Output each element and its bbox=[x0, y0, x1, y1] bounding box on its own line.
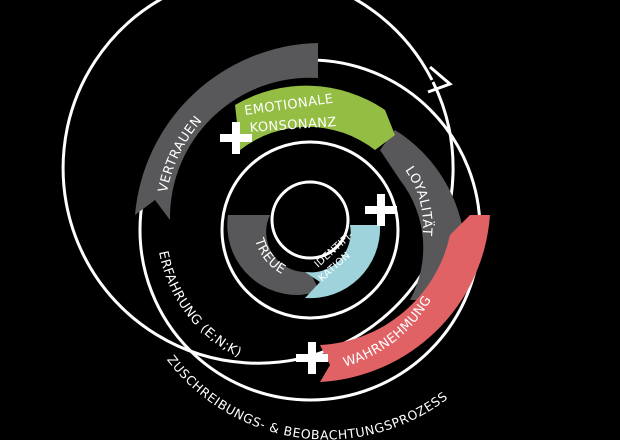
plus-icon-blue bbox=[365, 194, 397, 226]
plus-icon-green bbox=[220, 122, 252, 154]
outer-ring-arrow-head-icon bbox=[427, 65, 453, 94]
plus-icon-red bbox=[296, 342, 328, 374]
treue-segment bbox=[227, 215, 320, 296]
center-ring bbox=[270, 180, 350, 260]
wahrnehmung-segment bbox=[320, 215, 490, 382]
emotionale-konsonanz-segment bbox=[235, 85, 395, 150]
emotionale-label-line2: KONSONANZ bbox=[249, 115, 337, 136]
identifikation-segment bbox=[305, 225, 381, 299]
vertrauen-segment bbox=[135, 43, 318, 220]
inner-ring bbox=[220, 140, 400, 320]
